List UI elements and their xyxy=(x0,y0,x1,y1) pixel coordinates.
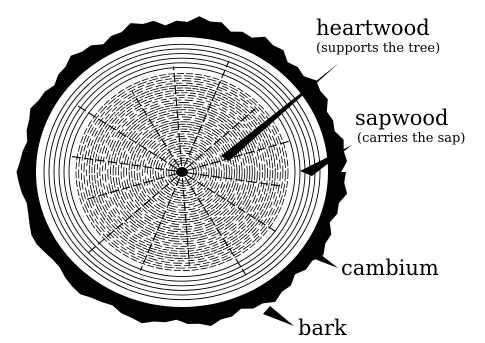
heartwood-description: (supports the tree) xyxy=(316,42,440,55)
sapwood-label: sapwood xyxy=(355,108,448,129)
trunk-cross-section xyxy=(17,16,348,326)
pith xyxy=(176,167,188,177)
pith-center xyxy=(176,167,188,177)
cambium-label: cambium xyxy=(341,258,439,279)
heartwood-label: heartwood xyxy=(316,18,430,39)
bark-pointer-arrow xyxy=(263,306,294,326)
bark-label: bark xyxy=(298,318,347,339)
sapwood-description: (carries the sap) xyxy=(357,132,465,145)
